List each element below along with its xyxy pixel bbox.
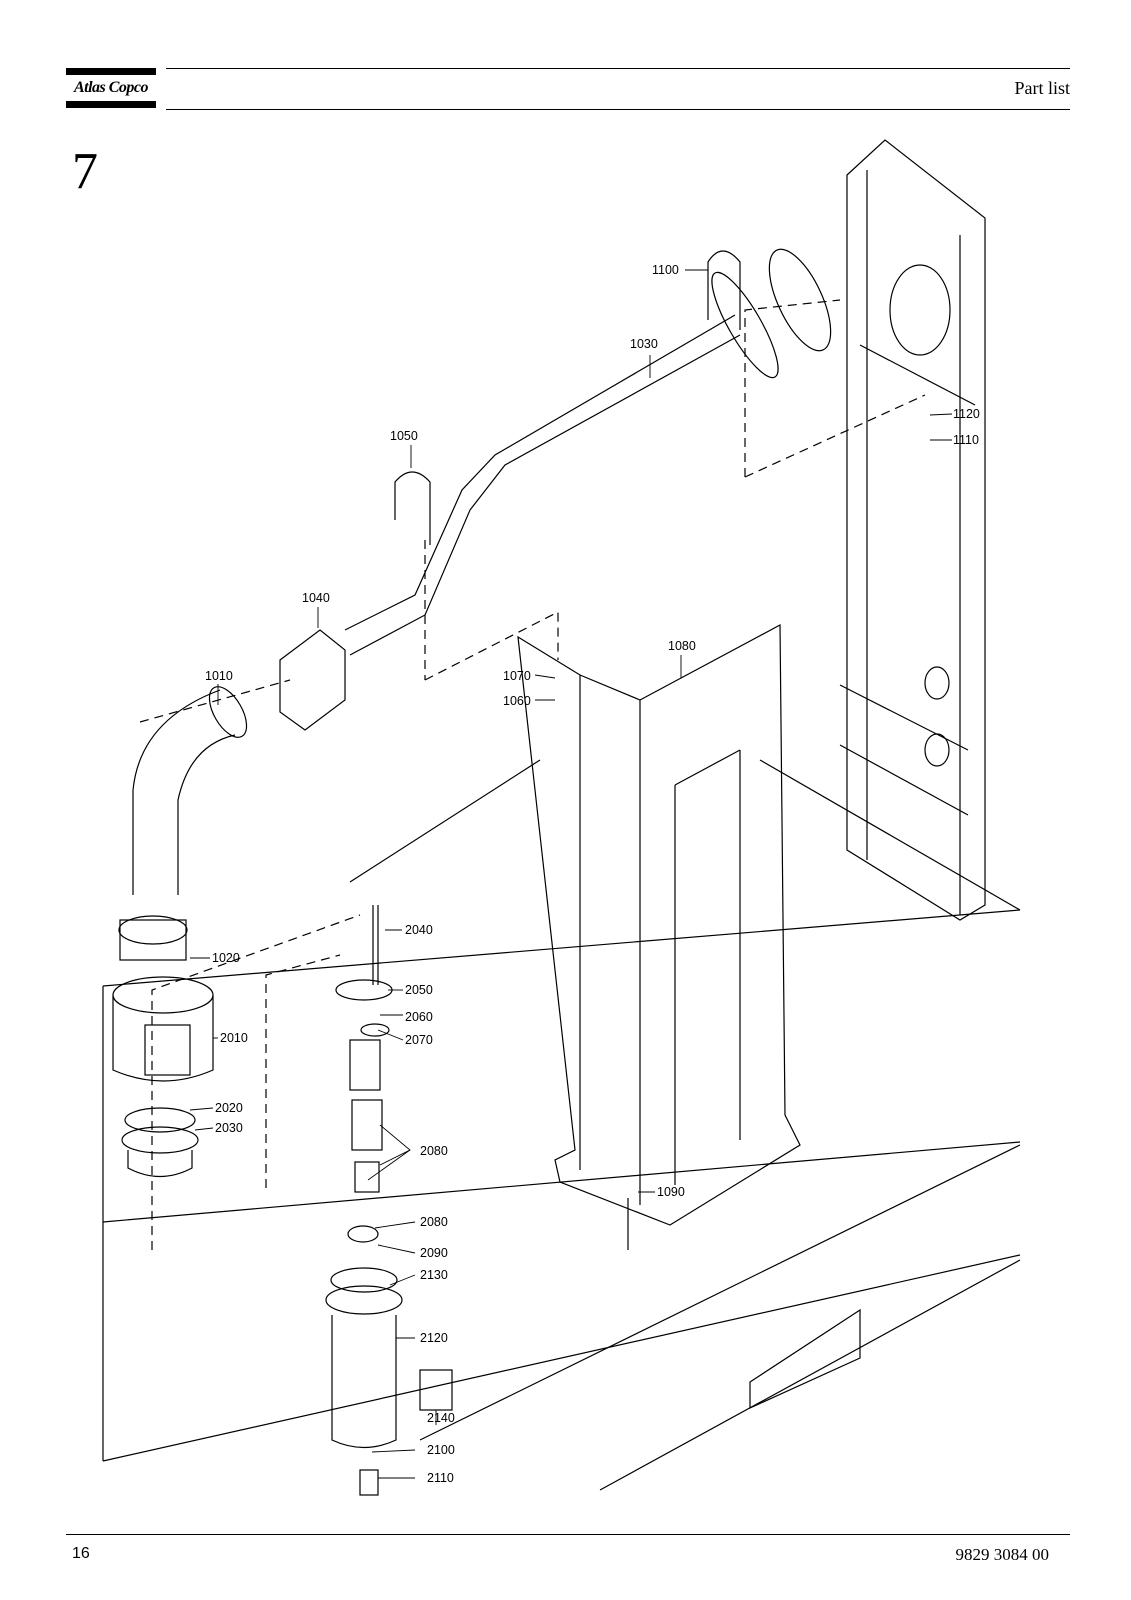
leader-lines	[189, 269, 953, 1479]
callout-1050: 1050	[390, 429, 418, 443]
logo-bar-top	[66, 68, 156, 75]
section-number: 7	[72, 143, 98, 200]
callout-2130: 2130	[420, 1268, 448, 1282]
header-rule-top	[166, 68, 1070, 69]
callout-1080: 1080	[668, 639, 696, 653]
filter-bowl-2120	[325, 1267, 403, 1496]
callout-2080-upper: 2080	[420, 1144, 448, 1158]
callout-2140: 2140	[427, 1411, 455, 1425]
logo-wordmark: Atlas Copco	[73, 79, 149, 96]
elbow-pipe-1010	[132, 686, 248, 895]
rings-2020-2030	[121, 1107, 199, 1177]
callout-2030: 2030	[215, 1121, 243, 1135]
clamp-1040	[279, 629, 346, 731]
callout-1120: 1120	[953, 407, 980, 421]
page-title: Part list	[1014, 78, 1070, 98]
callout-2080-lower: 2080	[420, 1215, 448, 1229]
pipe-1030	[344, 248, 832, 656]
callout-1070: 1070	[503, 669, 531, 683]
pedestal-1080	[517, 624, 801, 1226]
callout-1090: 1090	[657, 1185, 685, 1199]
callout-2100: 2100	[427, 1443, 455, 1457]
callout-1060: 1060	[503, 694, 531, 708]
filter-element-stack	[335, 905, 393, 1243]
alignment-lines	[139, 299, 926, 1250]
callout-2050: 2050	[405, 983, 433, 997]
callout-2070: 2070	[405, 1033, 433, 1047]
u-bolt-1050	[394, 471, 431, 545]
callout-1110: 1110	[953, 433, 979, 447]
callout-2090: 2090	[420, 1246, 448, 1260]
atlas-copco-logo: Atlas Copco	[66, 68, 156, 108]
document-number: 9829 3084 00	[955, 1545, 1050, 1564]
base-frame	[102, 759, 1021, 1491]
footer-rule	[66, 1534, 1070, 1535]
label-plate-2140	[419, 1369, 453, 1411]
u-bolt-1100	[707, 250, 741, 330]
header-rule-bottom	[166, 109, 1070, 110]
callout-1020: 1020	[212, 951, 240, 965]
callout-1010: 1010	[205, 669, 233, 683]
callout-2040: 2040	[405, 923, 433, 937]
callout-1030: 1030	[630, 337, 658, 351]
coupling-1020	[118, 915, 188, 961]
callout-2010: 2010	[220, 1031, 248, 1045]
callout-1100: 1100	[652, 263, 679, 277]
filter-housing-2010	[112, 976, 214, 1082]
page-number: 16	[72, 1545, 90, 1562]
logo-bar-bottom	[66, 101, 156, 108]
callout-2060: 2060	[405, 1010, 433, 1024]
vertical-column	[839, 139, 986, 921]
callout-1040: 1040	[302, 591, 330, 605]
callout-2120: 2120	[420, 1331, 448, 1345]
callout-2110: 2110	[427, 1471, 454, 1485]
callout-2020: 2020	[215, 1101, 243, 1115]
